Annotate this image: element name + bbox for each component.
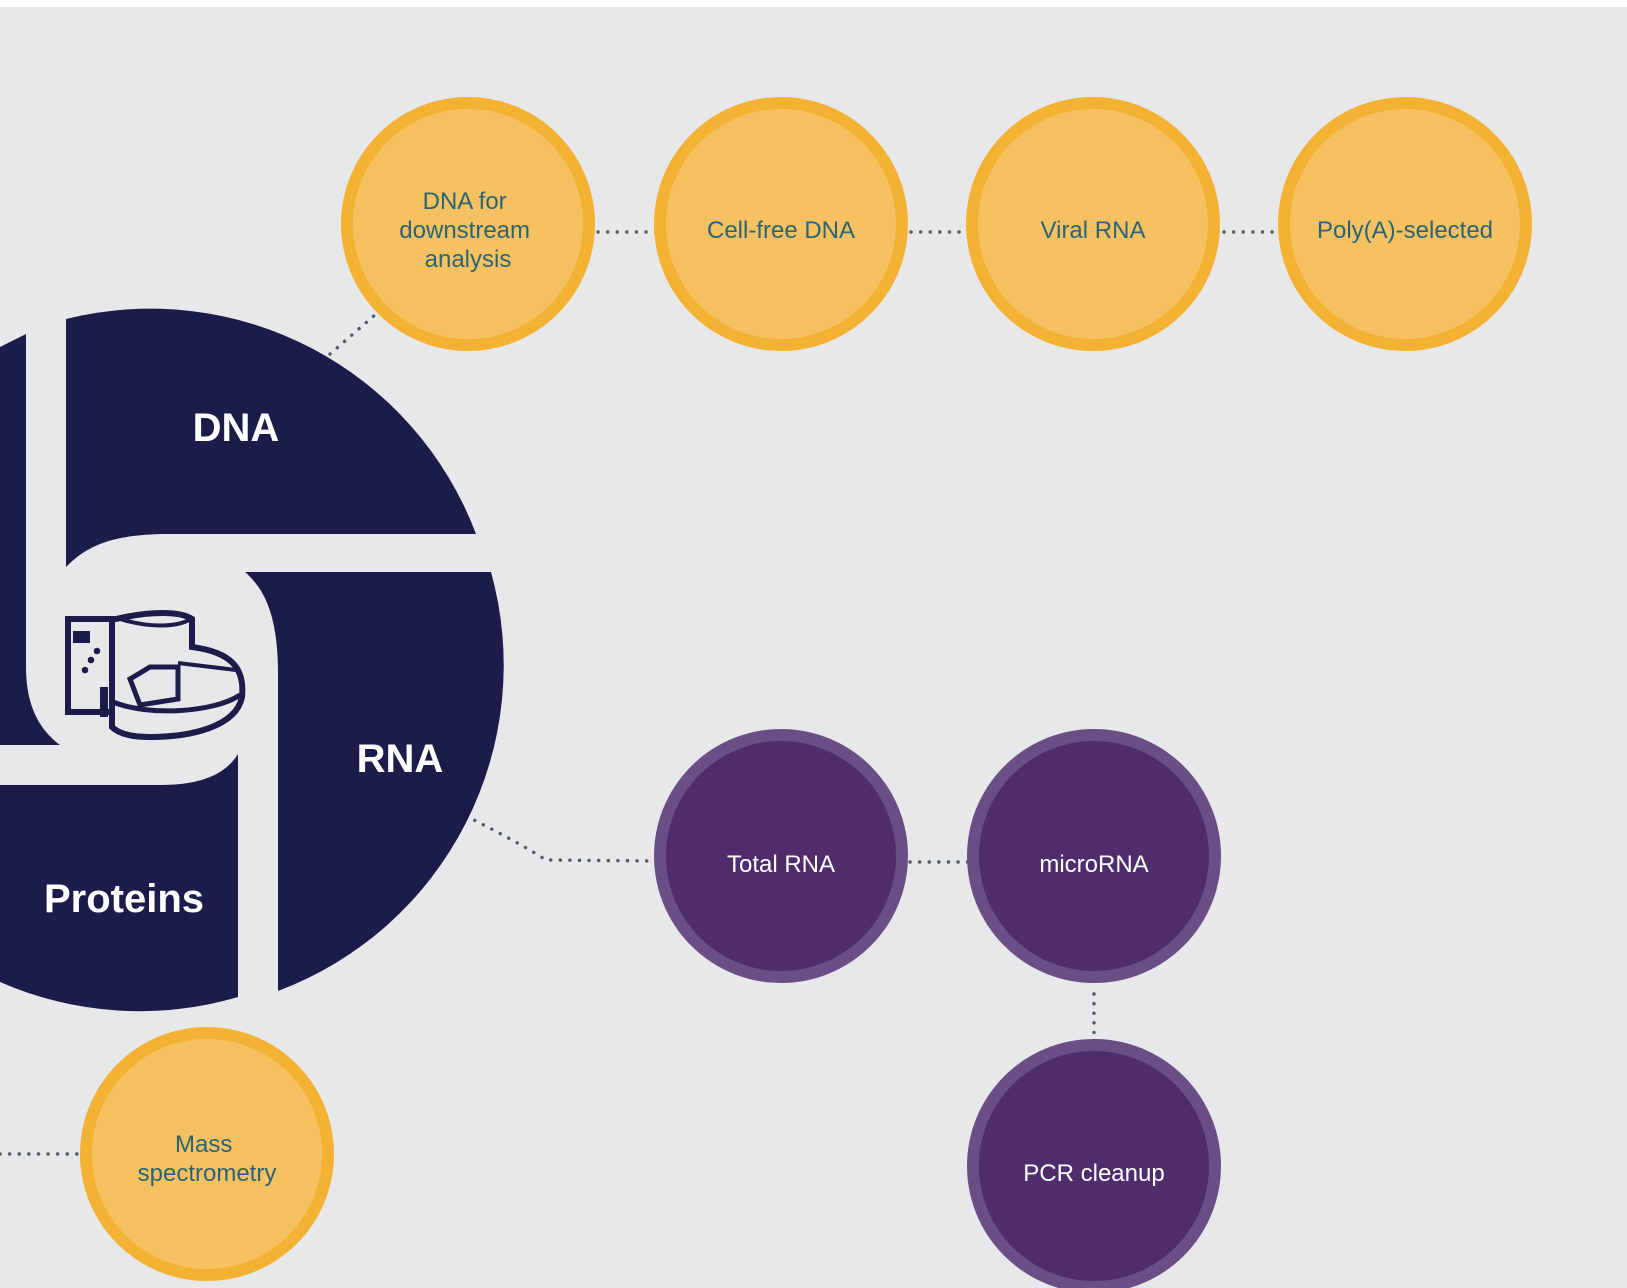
connectors	[0, 230, 1283, 1156]
node-label: Poly(A)-selected	[1317, 217, 1493, 244]
node-label: Viral RNA	[1041, 217, 1146, 244]
connector-dna-to-dna-downstream	[328, 312, 378, 356]
instrument-icon	[65, 610, 246, 741]
node-label-line: spectrometry	[138, 1160, 277, 1187]
dna-segment[interactable]	[66, 308, 476, 567]
node-pcr-cleanup[interactable]: PCR cleanup	[967, 1039, 1221, 1288]
node-poly-a-selected[interactable]: Poly(A)-selected	[1278, 97, 1532, 351]
left-segment	[0, 334, 60, 745]
node-label: Total RNA	[727, 851, 835, 878]
node-mass-spectrometry[interactable]: Mass spectrometry	[80, 1027, 334, 1281]
node-cell-free-dna[interactable]: Cell-free DNA	[654, 97, 908, 351]
rna-label: RNA	[357, 737, 444, 781]
connector-rna-to-total-rna	[464, 814, 658, 863]
diagram-canvas: DNA RNA Proteins DNA for downstream anal…	[0, 7, 1627, 1288]
node-label-line: Mass	[175, 1131, 232, 1158]
node-label: microRNA	[1039, 851, 1148, 878]
svg-text:DNA for downstream: DNA for downstream analysis	[399, 188, 536, 273]
instrument-drum	[109, 610, 246, 741]
workflow-diagram: DNA RNA Proteins DNA for downstream anal…	[0, 97, 1532, 1288]
proteins-segment[interactable]	[0, 754, 238, 1012]
node-label-line: DNA for	[423, 188, 507, 215]
rna-segment[interactable]	[245, 572, 504, 991]
node-total-rna[interactable]: Total RNA	[654, 729, 908, 983]
hub-circle	[0, 308, 504, 1012]
node-dna-for-downstream-analysis[interactable]: DNA for downstream analysis	[341, 97, 595, 351]
node-label-line: analysis	[425, 246, 512, 273]
node-label: Cell-free DNA	[707, 217, 855, 244]
node-label: PCR cleanup	[1023, 1160, 1164, 1187]
node-viral-rna[interactable]: Viral RNA	[966, 97, 1220, 351]
svg-text:Mass spectrometry: Mass spectrometry	[138, 1131, 277, 1187]
dna-label: DNA	[193, 406, 280, 450]
node-label-line: downstream	[399, 217, 530, 244]
node-microrna[interactable]: microRNA	[967, 729, 1221, 983]
proteins-label: Proteins	[44, 877, 204, 921]
